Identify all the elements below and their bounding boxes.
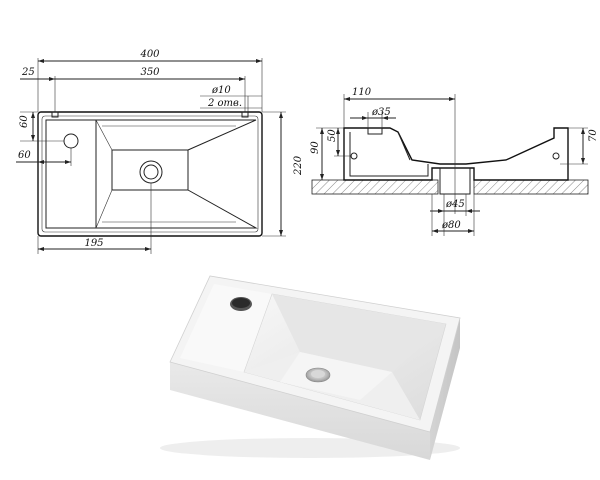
drain-outer [139,160,163,184]
dim-350: 350 [140,67,160,78]
dim-60-horizontal: 60 [18,150,31,161]
basin-outline [37,111,263,237]
dim-overflow-diameter: ø35 [371,107,391,118]
dim-25: 25 [21,67,35,78]
countertop-left [311,179,439,195]
basin-section [343,127,569,181]
dim-drain-outer: ø80 [441,220,461,231]
dim-220: 220 [293,155,304,176]
dim-drain-inner: ø45 [445,199,465,210]
dim-holes-count: 2 отв. [207,98,242,109]
basin-right-face [430,318,460,460]
countertop-right [473,179,589,195]
tap-hole [63,133,79,149]
dim-90: 90 [310,141,321,154]
dim-195: 195 [84,238,103,249]
basin-front-face [170,362,430,460]
dim-60-vertical: 60 [19,115,30,128]
top-view: 400 350 25 ø10 2 отв. [16,49,304,254]
basin-render [160,275,461,460]
dim-110: 110 [352,87,372,98]
dim-70: 70 [588,129,599,142]
dim-50: 50 [327,129,338,142]
section-view: 110 ø35 90 50 70 ø45 [310,87,599,236]
dim-hole-diameter: ø10 [211,85,231,96]
dim-400: 400 [139,49,160,60]
